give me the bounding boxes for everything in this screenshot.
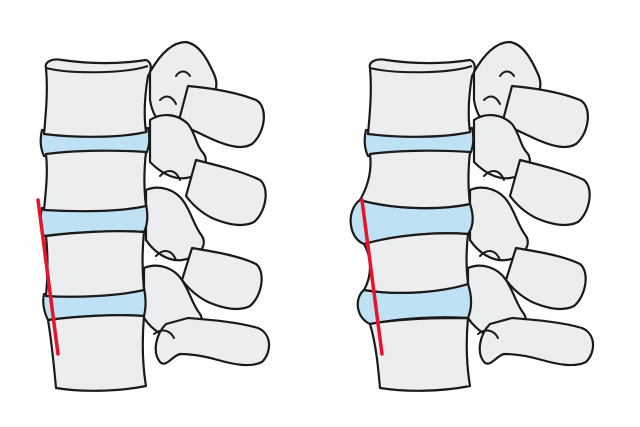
- left-alignment-line: [36, 198, 60, 356]
- spine-right: [349, 40, 595, 392]
- spine-left: [36, 40, 271, 392]
- right-vertebral-bodies: [358, 58, 476, 392]
- left-posterior-elements: [142, 40, 271, 367]
- right-posterior-elements: [466, 40, 595, 367]
- right-alignment-line: [360, 198, 384, 356]
